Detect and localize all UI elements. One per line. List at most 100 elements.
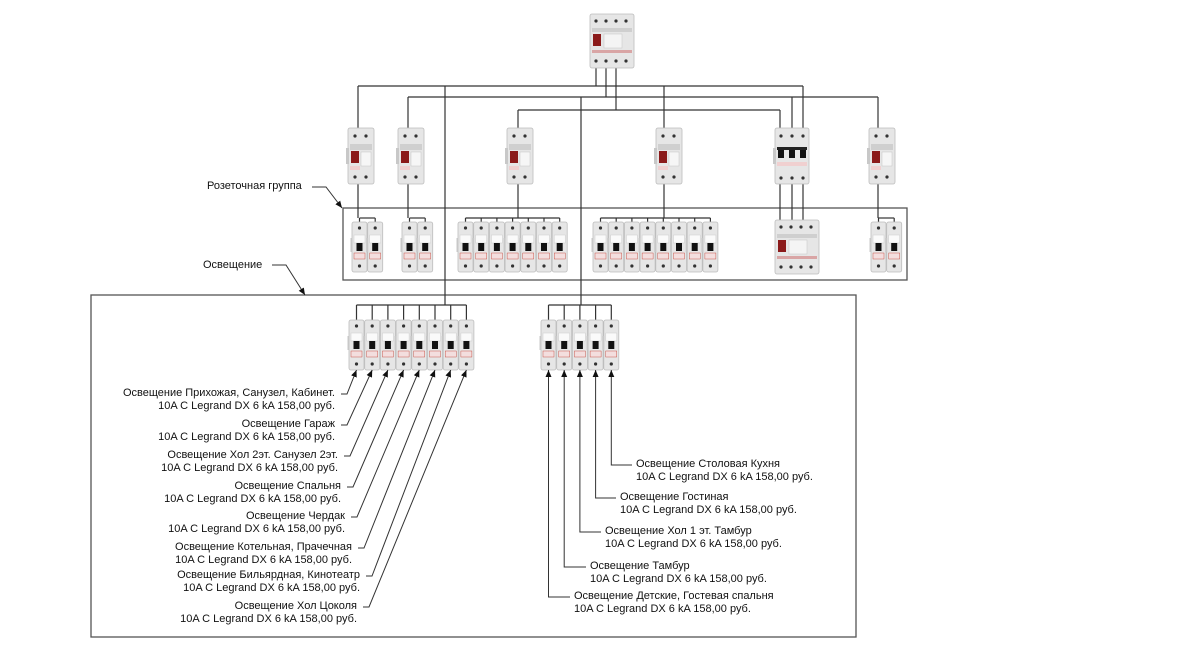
toggle-handle [592, 341, 599, 349]
terminal [809, 225, 813, 229]
leader-line [545, 370, 570, 598]
toggle-handle [384, 341, 391, 349]
terminal [594, 59, 598, 63]
test-handle [593, 34, 601, 46]
label-window [403, 234, 416, 244]
terminal-bottom [479, 264, 483, 268]
terminal [779, 265, 783, 269]
rating-plate [360, 151, 372, 167]
terminal-bottom [449, 362, 453, 366]
rating-marking [574, 350, 586, 358]
din-clip [350, 238, 353, 252]
rating-plate [881, 151, 893, 167]
toggle-handle [541, 243, 547, 251]
rcd-bar [777, 234, 817, 238]
terminal [779, 176, 783, 180]
rating-marking [397, 350, 410, 358]
circuit-name: Освещение Гараж [241, 418, 335, 430]
toggle-handle [608, 341, 615, 349]
circuit-breaker [602, 319, 620, 371]
din-clip [622, 238, 625, 252]
label-window [641, 234, 654, 244]
circuit-breaker [366, 221, 384, 273]
terminal [353, 134, 357, 138]
circuit-breaker [441, 319, 459, 371]
terminal-bottom [407, 264, 412, 268]
label-window [382, 332, 394, 342]
terminal [885, 134, 889, 138]
terminal [672, 175, 676, 179]
label-window [460, 332, 473, 342]
rcd-bar [871, 144, 893, 150]
circuit-spec: 10A C Legrand DX 6 kA 158,00 руб. [574, 603, 751, 615]
toggle-handle [369, 341, 376, 349]
rcd-bar [509, 144, 531, 150]
terminal [801, 134, 805, 138]
rating-marking [605, 350, 617, 358]
rating-plate [788, 239, 808, 255]
terminal-top [407, 226, 412, 230]
marking [509, 166, 519, 170]
circuit-spec: 10A C Legrand DX 6 kA 158,00 руб. [161, 462, 338, 474]
circuit-breaker [456, 221, 474, 273]
circuit-breaker [555, 319, 573, 371]
terminal-bottom [402, 362, 406, 366]
circuit-spec: 10A C Legrand DX 6 kA 158,00 руб. [158, 400, 335, 412]
din-clip [394, 336, 397, 350]
terminal-top [463, 226, 468, 230]
terminal-top [546, 324, 551, 328]
circuit-name: Освещение Хол 1 эт. Тамбур [605, 525, 752, 537]
circuit-breaker [400, 221, 418, 273]
toggle-handle [613, 243, 620, 251]
circuit-breaker [503, 221, 521, 273]
toggle-handle [493, 243, 500, 251]
terminal-bottom [357, 264, 362, 268]
toggle-handle [875, 243, 882, 251]
rcd-bar [400, 144, 422, 150]
terminal-bottom [386, 362, 390, 366]
main-rcd-4pole [589, 13, 635, 69]
terminal-bottom [594, 362, 598, 366]
leader-line [608, 370, 632, 466]
terminal-bottom [558, 264, 562, 268]
circuit-breaker [869, 221, 887, 273]
terminal [624, 59, 628, 63]
lighting-circuit-label: Освещение Хол 2эт. Санузел 2эт.10A C Leg… [161, 449, 338, 475]
toggle-handle [628, 243, 635, 251]
rcd-2pole [396, 127, 425, 185]
rating-plate [603, 33, 623, 49]
terminal-top [609, 324, 613, 328]
rcd-2pole [346, 127, 375, 185]
terminal [523, 175, 527, 179]
din-clip [396, 148, 399, 164]
circuit-spec: 10A C Legrand DX 6 kA 158,00 руб. [605, 538, 782, 550]
label-window [522, 234, 535, 244]
circuit-name: Освещение Детские, Гостевая спальня [574, 590, 774, 602]
terminal-top [876, 226, 881, 230]
leader-line [592, 370, 616, 499]
terminal [512, 134, 516, 138]
rating-marking [673, 252, 685, 260]
label-window [872, 234, 885, 244]
din-clip [670, 238, 672, 252]
toggle-handle [707, 243, 714, 251]
rcd-2pole [867, 127, 896, 185]
toggle-handle [356, 243, 363, 251]
circuit-name: Освещение Прихожая, Санузел, Кабинет. [122, 387, 335, 399]
marking [658, 166, 668, 170]
toggle-handle [525, 243, 532, 251]
din-clip [550, 238, 553, 252]
circuit-spec: 10A C Legrand DX 6 kA 158,00 руб. [168, 523, 345, 535]
toggle-handle [372, 243, 379, 251]
terminal-bottom [463, 264, 468, 268]
circuit-breaker [622, 221, 640, 273]
label-window [594, 234, 607, 244]
din-clip [885, 238, 888, 252]
terminal-bottom [423, 264, 427, 268]
leader-line [351, 369, 420, 518]
rating-marking [594, 252, 607, 260]
din-clip [378, 336, 381, 350]
